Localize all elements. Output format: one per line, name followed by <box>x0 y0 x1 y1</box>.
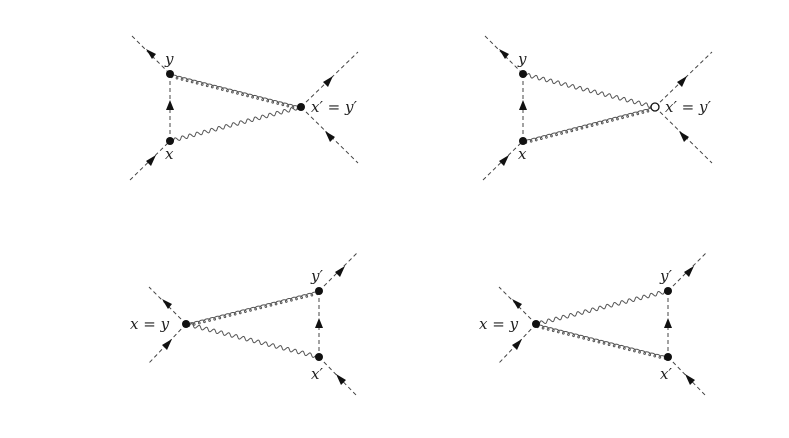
arrow-icon <box>146 155 156 166</box>
external-line-x-prime-in <box>318 356 358 397</box>
vertex-y <box>519 70 527 78</box>
external-line-in <box>148 323 187 364</box>
vertex-x <box>166 137 174 145</box>
label-y-prime: y′ <box>310 267 323 285</box>
external-line-in <box>498 323 537 364</box>
external-line-out <box>654 51 713 108</box>
external-line-x-in <box>129 140 171 181</box>
arrow-icon <box>685 374 695 385</box>
vertex-xy-prime <box>297 103 305 111</box>
external-line-out <box>498 286 537 325</box>
external-line-y-out <box>131 35 171 75</box>
vertex-xy <box>182 320 190 328</box>
arrow-icon <box>664 318 672 328</box>
arrow-icon <box>146 49 156 59</box>
external-line-y-prime-out <box>667 252 707 292</box>
gluon-line <box>522 106 656 145</box>
label-xy-prime: x′ = y′ <box>311 98 357 116</box>
arrow-icon <box>677 76 687 87</box>
photon-line <box>535 289 669 326</box>
diagram-top-right: y x x′ = y′ <box>482 35 713 181</box>
arrow-icon <box>336 374 346 385</box>
arrow-icon <box>323 76 333 87</box>
label-y: y <box>164 50 174 68</box>
vertex-xy <box>532 320 540 328</box>
diagram-bottom-right: x = y y′ x′ <box>479 252 707 397</box>
vertex-x <box>519 137 527 145</box>
label-x-prime: x′ <box>660 365 672 383</box>
external-line-x-in <box>482 140 524 181</box>
diagram-bottom-left: x = y y′ x′ <box>130 252 358 397</box>
external-line-y-prime-out <box>318 252 358 292</box>
photon-line <box>185 323 320 358</box>
label-y-prime: y′ <box>659 267 672 285</box>
vertex-xy-prime <box>650 102 660 112</box>
external-line-in <box>300 106 359 164</box>
vertex-x-prime <box>315 353 323 361</box>
vertex-x-prime <box>664 353 672 361</box>
label-x-prime: x′ <box>311 365 323 383</box>
label-xy-prime: x′ = y′ <box>665 98 711 116</box>
arrow-icon <box>499 155 509 166</box>
diagram-top-left: y x x′ = y′ <box>129 35 359 181</box>
arrow-icon <box>512 339 522 350</box>
arrow-icon <box>684 266 694 277</box>
arrow-icon <box>519 100 527 110</box>
gluon-line <box>169 73 302 111</box>
arrow-icon <box>512 299 522 309</box>
external-line-y-out <box>484 35 524 75</box>
arrow-icon <box>499 49 509 59</box>
arrow-icon <box>325 131 335 142</box>
vertex-y <box>166 70 174 78</box>
vertex-y-prime <box>315 287 323 295</box>
arrow-icon <box>166 100 174 110</box>
label-y: y <box>517 50 527 68</box>
gluon-line <box>185 290 320 328</box>
label-xy: x = y <box>479 315 519 333</box>
gluon-line <box>535 323 669 361</box>
label-xy: x = y <box>130 315 170 333</box>
photon-line <box>522 73 656 108</box>
arrow-icon <box>162 299 172 309</box>
photon-line <box>169 105 302 143</box>
label-x: x <box>518 145 527 163</box>
label-x: x <box>165 145 174 163</box>
vertex-y-prime <box>664 287 672 295</box>
arrow-icon <box>335 266 345 277</box>
external-line-out <box>148 286 187 325</box>
external-line-x-prime-in <box>667 356 707 397</box>
arrow-icon <box>679 131 689 142</box>
arrow-icon <box>315 318 323 328</box>
external-line-out <box>300 51 359 108</box>
arrow-icon <box>162 339 172 350</box>
external-line-in <box>654 106 713 164</box>
